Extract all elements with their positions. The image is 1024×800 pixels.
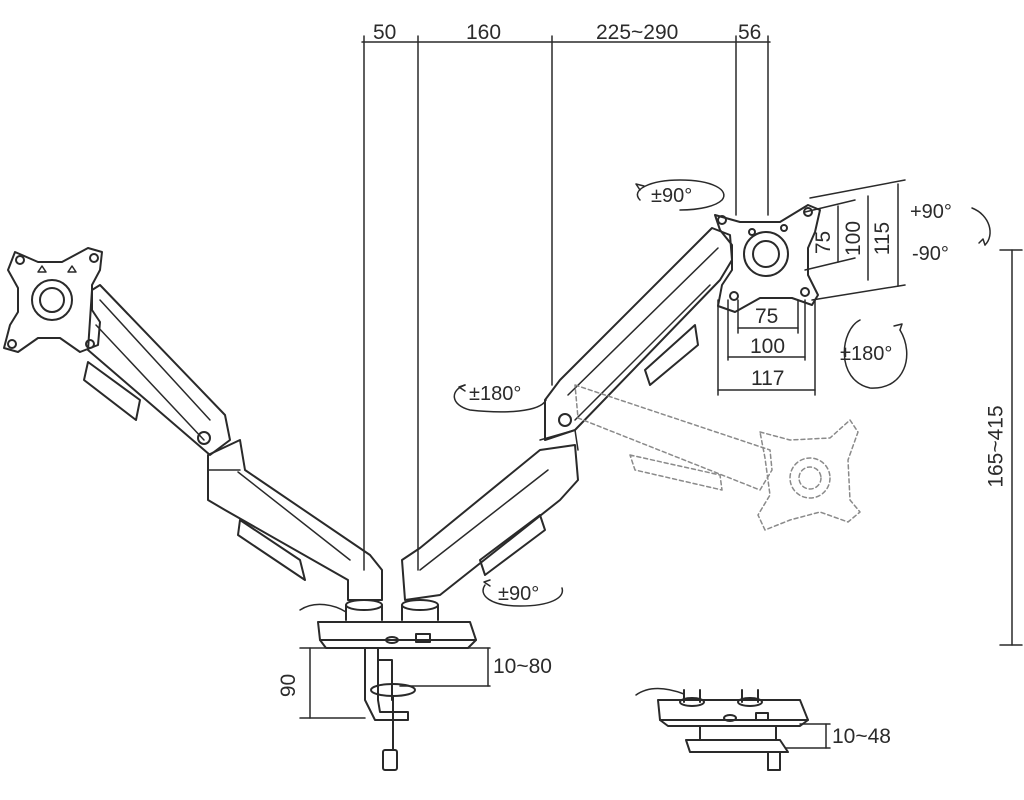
desk-clamp <box>364 647 416 771</box>
dim-vesa-h-75: 75 <box>755 305 779 328</box>
rotation-monitor-swivel: ±90° <box>651 185 693 207</box>
height-dimension-lines <box>999 249 1023 646</box>
dim-vesa-h-117: 117 <box>751 367 785 390</box>
dim-desk-clamp: 10~80 <box>493 655 552 678</box>
dim-top-50: 50 <box>373 21 397 44</box>
rotation-tilt-up: +90° <box>910 201 952 223</box>
grommet-base <box>635 687 809 771</box>
vesa-dimension-lines <box>717 179 906 396</box>
left-upper-arm <box>83 284 231 456</box>
dim-height-range: 165~415 <box>984 405 1008 488</box>
grommet-dimension-lines <box>785 723 831 749</box>
rotation-arrows <box>453 179 991 607</box>
dim-top-160: 160 <box>466 21 502 44</box>
clamp-dimension-lines <box>299 647 491 719</box>
dim-grommet-clamp: 10~48 <box>832 725 891 748</box>
ghost-arm-position <box>574 384 861 531</box>
rotation-arm-swivel: ±180° <box>469 383 522 405</box>
rotation-base-swivel: ±90° <box>498 583 540 605</box>
dim-vesa-v-75: 75 <box>812 230 836 255</box>
dim-vesa-v-100: 100 <box>842 220 866 257</box>
right-vesa-plate <box>714 204 821 313</box>
rotation-monitor-rotate: ±180° <box>840 343 893 365</box>
mount-base <box>299 599 477 649</box>
dim-vesa-v-115: 115 <box>871 221 895 256</box>
right-upper-arm <box>544 227 733 441</box>
dim-top-56: 56 <box>738 21 762 44</box>
top-dimension-lines <box>361 35 771 571</box>
left-lower-arm <box>207 439 383 601</box>
dim-vesa-h-100: 100 <box>750 335 786 358</box>
dim-clamp-height: 90 <box>277 673 301 698</box>
dim-top-225-290: 225~290 <box>596 21 679 44</box>
left-vesa-plate <box>3 247 103 353</box>
right-lower-arm <box>401 429 579 601</box>
rotation-tilt-down: -90° <box>912 243 949 265</box>
